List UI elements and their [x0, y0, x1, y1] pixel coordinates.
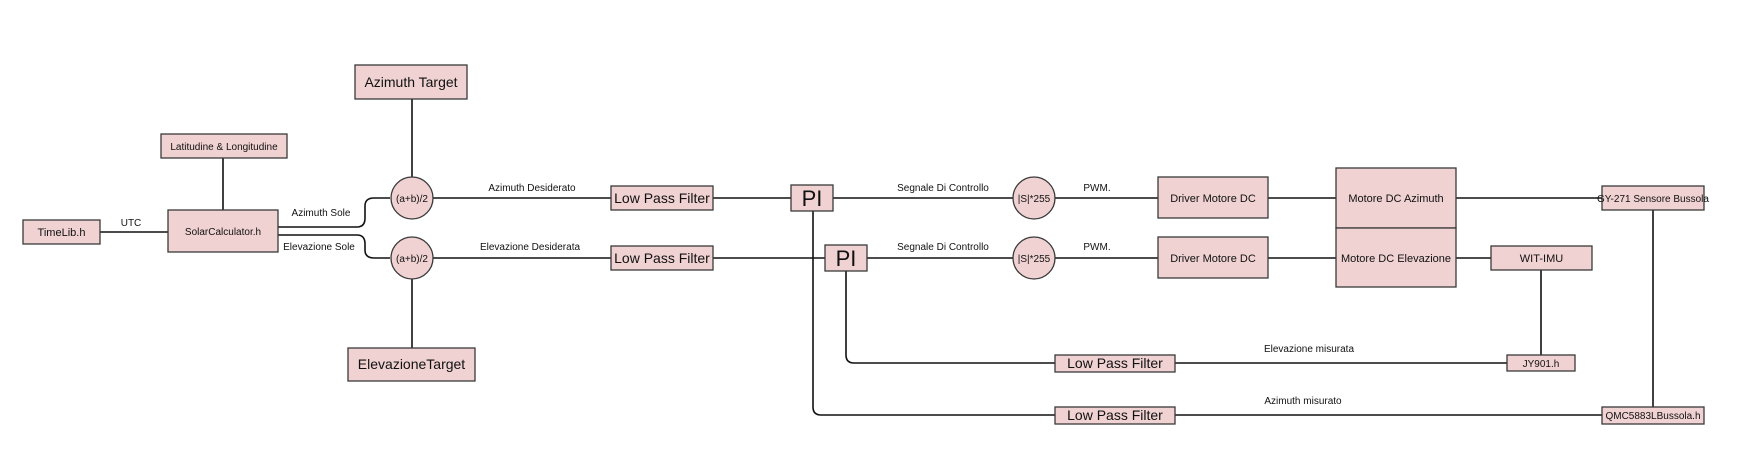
- lpf-az-block: Low Pass Filter: [610, 185, 714, 211]
- wire-azimuth-sole: [278, 197, 390, 228]
- azimuth-desiderato-label: Azimuth Desiderato: [488, 183, 576, 194]
- abs-az-node: |S|*255: [1012, 176, 1056, 220]
- pi-el-block: PI: [824, 244, 868, 272]
- driver-el-block: Driver Motore DC: [1157, 236, 1269, 279]
- lpf-el-block: Low Pass Filter: [610, 245, 714, 271]
- utc-label: UTC: [121, 218, 142, 229]
- wire-elevazione-sole: [278, 234, 390, 259]
- azimuth-target-block: Azimuth Target: [354, 64, 468, 100]
- lpf-el-feedback-block: Low Pass Filter: [1054, 354, 1176, 373]
- pi-el-label: PI: [836, 246, 857, 271]
- elevazione-desiderata-label: Elevazione Desiderata: [480, 242, 580, 253]
- average-el-node: (a+b)/2: [390, 236, 434, 280]
- driver-az-block: Driver Motore DC: [1157, 176, 1269, 219]
- azimuth-target-label: Azimuth Target: [364, 74, 457, 90]
- motor-el-block: Motore DC Elevazione: [1335, 227, 1457, 288]
- abs-az-label: |S|*255: [1018, 194, 1051, 205]
- driver-el-label: Driver Motore DC: [1170, 253, 1256, 265]
- lpf-el-label: Low Pass Filter: [614, 250, 710, 266]
- jy901-block: JY901.h: [1506, 354, 1576, 372]
- edge-labels: UTC Azimuth Sole Elevazione Sole Azimuth…: [121, 183, 1355, 407]
- average-az-node: (a+b)/2: [390, 176, 434, 220]
- lpf-az-feedback-label: Low Pass Filter: [1067, 407, 1163, 423]
- wire-feedback-pi-az: [812, 211, 1055, 416]
- latlon-label: Latitudine & Longitudine: [170, 142, 278, 153]
- jy901-label: JY901.h: [1523, 359, 1560, 370]
- qmc-label: QMC5883LBussola.h: [1605, 411, 1700, 422]
- timelib-label: TimeLib.h: [38, 227, 86, 239]
- lpf-az-label: Low Pass Filter: [614, 190, 710, 206]
- azimuth-sole-label: Azimuth Sole: [292, 208, 351, 219]
- timelib-block: TimeLib.h: [22, 219, 101, 245]
- imu-block: WIT-IMU: [1490, 245, 1593, 271]
- latlon-block: Latitudine & Longitudine: [160, 133, 288, 159]
- lpf-el-feedback-label: Low Pass Filter: [1067, 355, 1163, 371]
- abs-el-node: |S|*255: [1012, 236, 1056, 280]
- pi-az-block: PI: [790, 184, 834, 212]
- compass-block: GY-271 Sensore Bussola: [1597, 185, 1709, 211]
- wire-feedback-pi-el: [845, 271, 1055, 364]
- pwm-az-label: PWM.: [1083, 183, 1110, 194]
- segnale-az-label: Segnale Di Controllo: [897, 183, 989, 194]
- segnale-el-label: Segnale Di Controllo: [897, 242, 989, 253]
- elevazione-misurata-label: Elevazione misurata: [1264, 344, 1354, 355]
- elevazione-target-block: ElevazioneTarget: [347, 347, 476, 382]
- compass-label: GY-271 Sensore Bussola: [1597, 194, 1709, 205]
- average-el-label: (a+b)/2: [396, 254, 428, 265]
- solarcalculator-block: SolarCalculator.h: [167, 209, 279, 253]
- pi-az-label: PI: [802, 186, 823, 211]
- motor-az-block: Motore DC Azimuth: [1335, 167, 1457, 229]
- pwm-el-label: PWM.: [1083, 242, 1110, 253]
- elevazione-target-label: ElevazioneTarget: [358, 356, 466, 372]
- qmc-block: QMC5883LBussola.h: [1601, 406, 1705, 425]
- abs-el-label: |S|*255: [1018, 254, 1051, 265]
- average-az-label: (a+b)/2: [396, 194, 428, 205]
- azimuth-misurato-label: Azimuth misurato: [1264, 396, 1342, 407]
- imu-label: WIT-IMU: [1520, 253, 1563, 265]
- solarcalculator-label: SolarCalculator.h: [185, 227, 261, 238]
- driver-az-label: Driver Motore DC: [1170, 193, 1256, 205]
- lpf-az-feedback-block: Low Pass Filter: [1054, 406, 1176, 425]
- wires: [100, 99, 1654, 416]
- motor-el-label: Motore DC Elevazione: [1341, 253, 1451, 265]
- motor-az-label: Motore DC Azimuth: [1348, 193, 1443, 205]
- elevazione-sole-label: Elevazione Sole: [283, 242, 355, 253]
